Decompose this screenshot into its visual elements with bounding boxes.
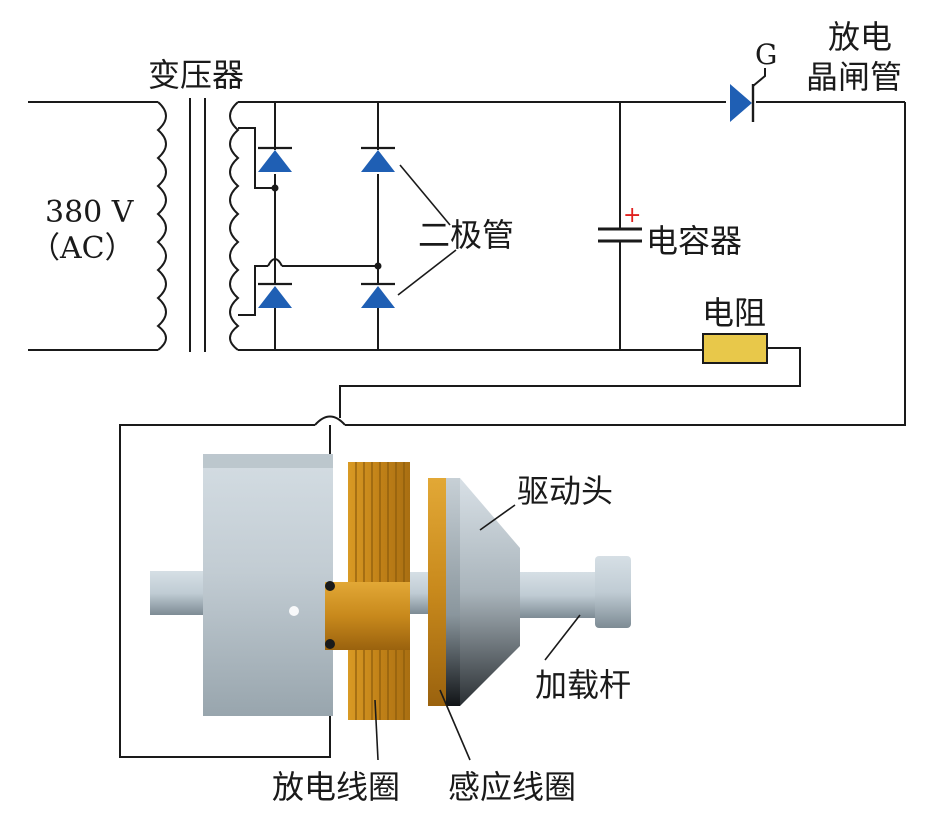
capacitor-label: 电容器 [646,222,742,260]
thyristor-label-line1: 放电 [828,18,892,56]
transformer-label: 变压器 [148,56,244,94]
load-rod-leader [544,614,581,661]
wire-crossover [314,415,346,426]
drive-head-leader [479,504,516,531]
lower-loop-wire [119,424,331,758]
diode-3-icon [258,282,292,308]
thyristor-label-line2: 晶闸管 [806,58,902,96]
capacitor-plus-sign: + [623,203,641,228]
voltage-label: 380 V [45,195,135,230]
rectifier-wiring [238,101,905,351]
induction-coil-label: 感应线圈 [448,768,576,806]
diodes-label: 二极管 [418,216,514,254]
drive-head-label: 驱动头 [517,472,613,510]
capacitor-icon [598,102,642,350]
riveter-mechanism [150,454,631,720]
resistor-icon [339,333,801,418]
discharge-coil-leader [374,699,379,761]
thyristor-gate-label: G [755,38,777,71]
transformer-icon [28,98,275,352]
return-wire [345,102,906,426]
ac-label: （AC） [30,231,135,266]
discharge-coil-label: 放电线圈 [272,768,400,806]
diode-2-icon [361,146,395,174]
diode-leader-upper [399,164,451,226]
diode-leader-lower [397,249,457,296]
resistor-label: 电阻 [702,294,766,332]
thyristor-icon [726,68,766,122]
induction-coil-leader [439,689,471,761]
load-rod-label: 加载杆 [535,666,631,704]
diode-1-icon [258,146,292,174]
diode-4-icon [361,282,395,308]
